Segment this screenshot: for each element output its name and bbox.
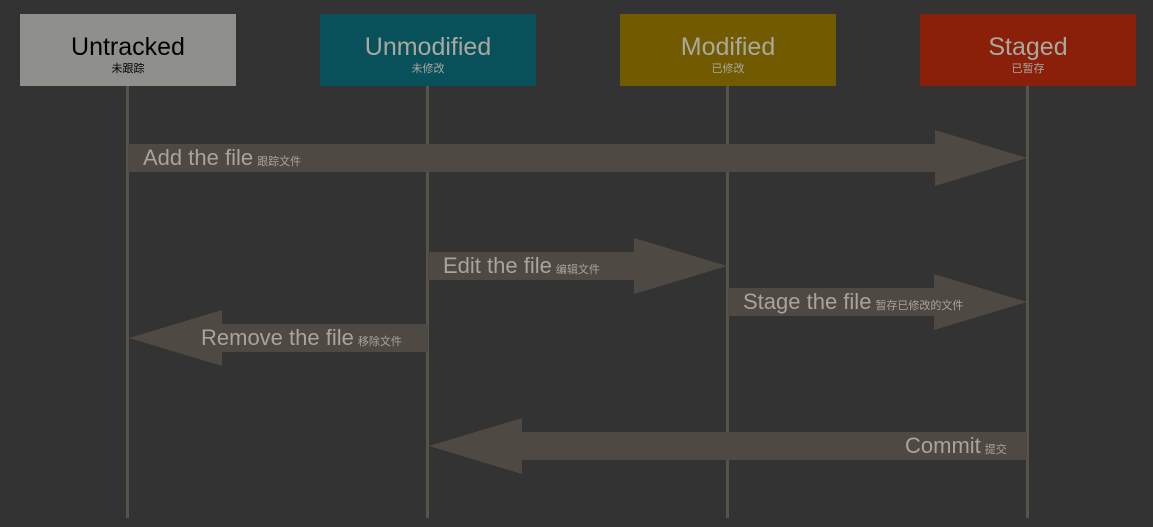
state-untracked-box: Untracked 未跟踪	[20, 14, 236, 86]
arrow-edit	[428, 238, 727, 294]
state-staged-box: Staged 已暂存	[920, 14, 1136, 86]
lifeline-unmodified	[426, 86, 429, 518]
arrow-add-text: Add the file	[143, 145, 254, 170]
arrow-remove	[129, 310, 428, 366]
state-modified-box: Modified 已修改	[620, 14, 836, 86]
lifeline-untracked	[126, 86, 129, 518]
state-staged-title: Staged	[988, 33, 1068, 61]
arrow-remove-subtext: 移除文件	[357, 335, 402, 348]
state-unmodified-box: Unmodified 未修改	[320, 14, 536, 86]
arrow-commit-subtext: 提交	[984, 443, 1007, 456]
arrow-stage-text: Stage the file	[743, 289, 872, 314]
arrow-commit	[429, 418, 1027, 474]
state-modified-subtitle: 已修改	[711, 62, 745, 75]
lifeline-modified	[726, 86, 729, 518]
state-modified-title: Modified	[680, 33, 776, 61]
arrow-stage	[728, 274, 1027, 330]
lifeline-staged	[1026, 86, 1029, 518]
state-untracked-title: Untracked	[71, 33, 185, 61]
state-unmodified-subtitle: 未修改	[411, 62, 445, 75]
arrow-remove-text: Remove the file	[201, 325, 354, 350]
state-unmodified-title: Unmodified	[364, 33, 492, 61]
arrow-stage-subtext: 暂存已修改的文件	[875, 299, 964, 312]
arrow-edit-subtext: 编辑文件	[555, 263, 600, 276]
arrow-commit-text: Commit	[905, 433, 981, 458]
arrow-edit-text: Edit the file	[443, 253, 552, 278]
arrow-add-subtext: 跟踪文件	[257, 155, 302, 168]
state-untracked-subtitle: 未跟踪	[111, 62, 145, 75]
state-staged-subtitle: 已暂存	[1011, 62, 1045, 75]
arrow-add	[128, 130, 1027, 186]
